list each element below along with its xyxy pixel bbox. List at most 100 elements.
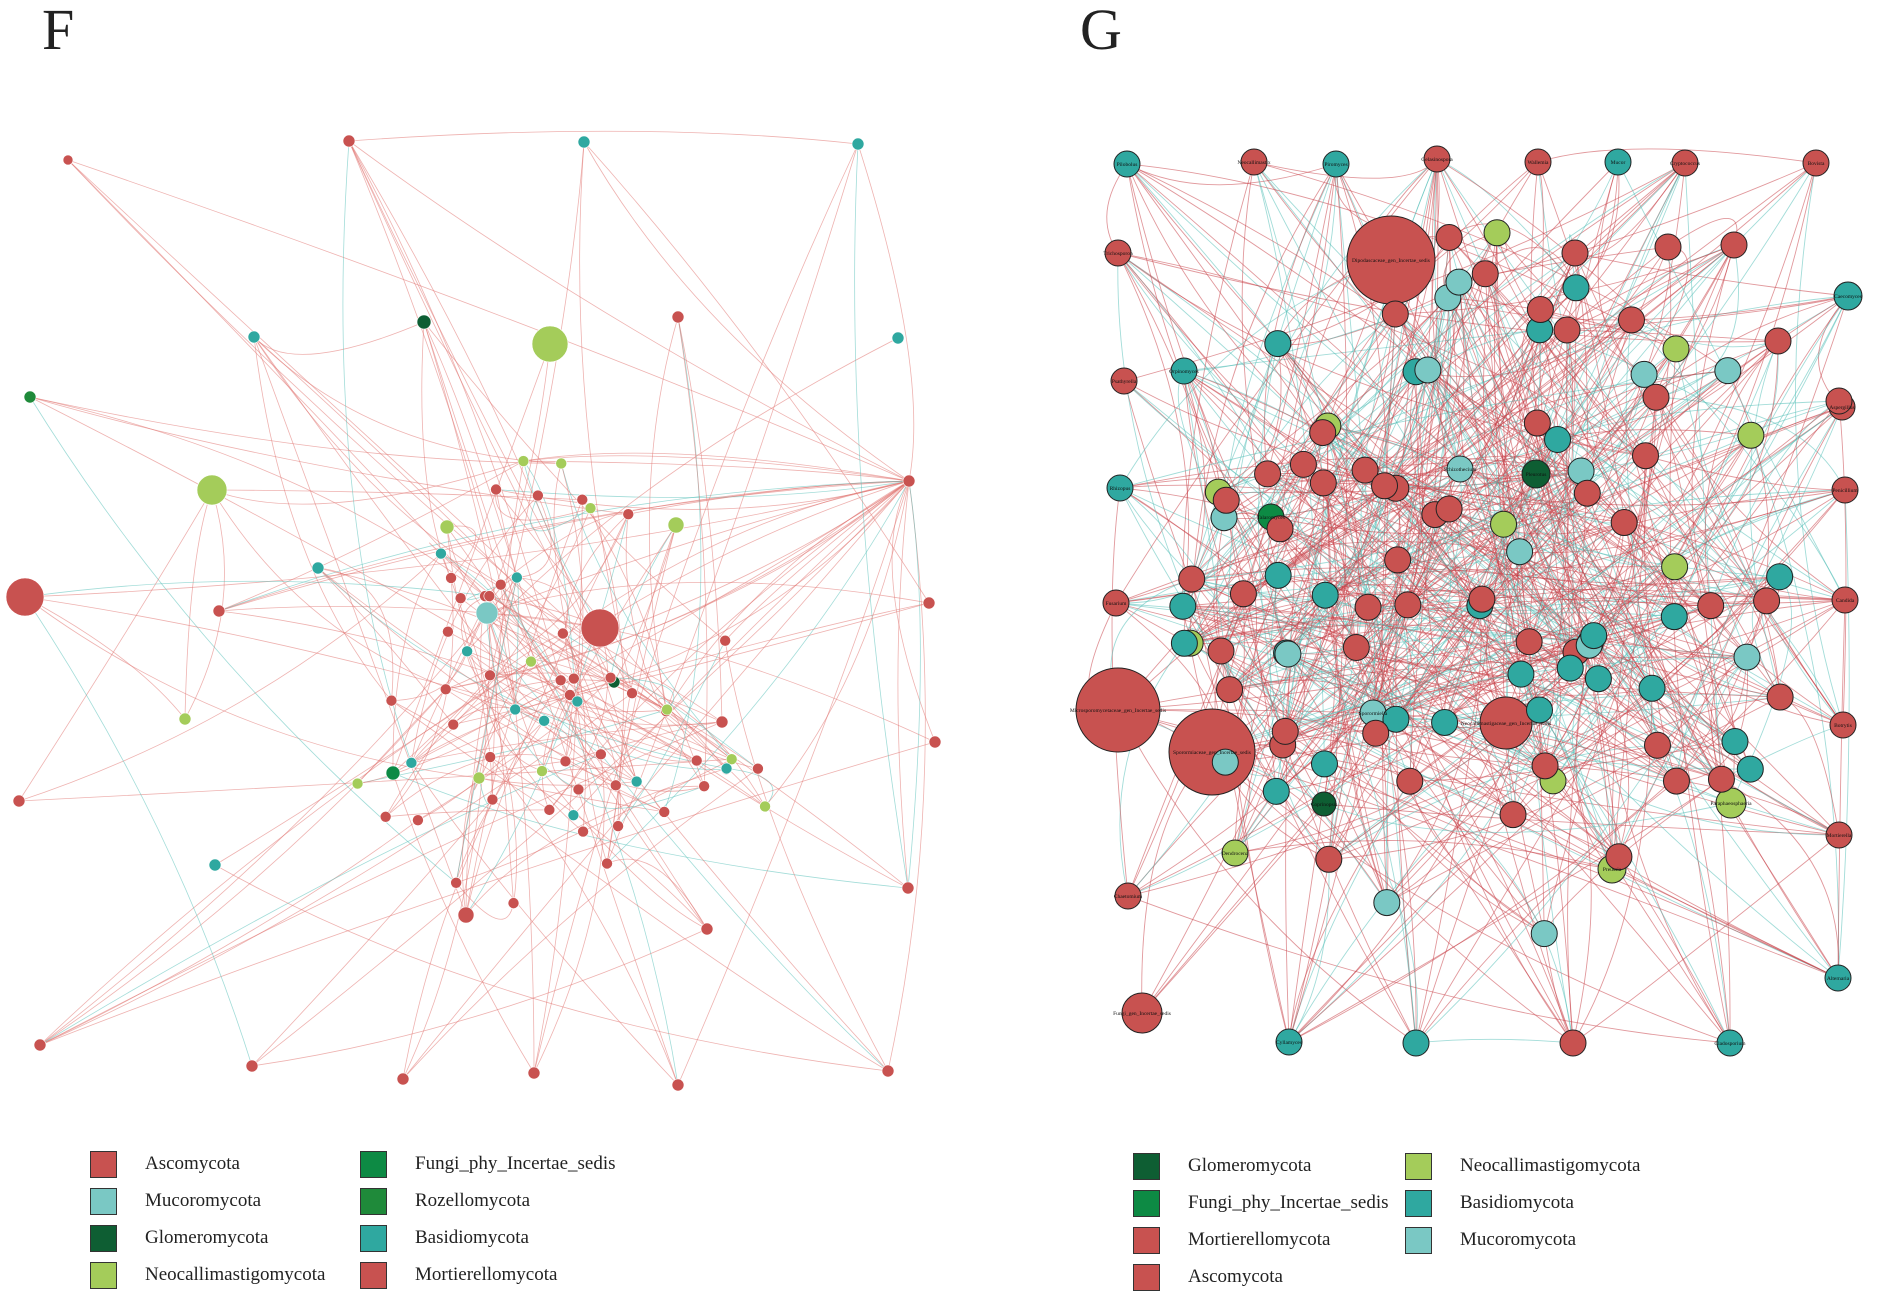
network-edge xyxy=(1288,599,1846,1043)
network-edge xyxy=(1191,578,1840,836)
node-label: Microsporomycetaceae_gen_Incertae_sedis xyxy=(1070,708,1166,714)
network-node xyxy=(1240,148,1268,176)
network-node xyxy=(1121,992,1163,1034)
network-edge xyxy=(1234,482,1324,854)
network-edge xyxy=(1837,599,1846,979)
network-edge xyxy=(1115,473,1537,604)
network-edge xyxy=(1286,652,1546,767)
network-edge xyxy=(1395,161,1539,489)
network-edge xyxy=(648,316,679,712)
panel-f-legend-swatch xyxy=(90,1187,117,1215)
network-edge xyxy=(18,758,732,802)
network-edge xyxy=(1512,678,1599,815)
network-node xyxy=(454,592,467,605)
network-node xyxy=(567,809,580,821)
network-node xyxy=(1721,728,1749,756)
network-node xyxy=(1766,683,1794,711)
network-edge xyxy=(1519,551,1844,726)
network-node xyxy=(385,765,401,781)
panel-f-legend-swatch xyxy=(360,1224,387,1252)
network-node xyxy=(1254,460,1282,488)
node-label: Chaetomium xyxy=(1114,894,1143,900)
network-edge xyxy=(606,143,859,864)
network-node xyxy=(1468,585,1496,613)
network-node xyxy=(580,608,620,648)
network-node xyxy=(630,775,643,788)
network-node xyxy=(1671,149,1699,177)
network-node xyxy=(1170,629,1198,657)
network-edge xyxy=(677,480,910,1086)
network-edge xyxy=(486,581,930,614)
network-edge xyxy=(613,524,677,683)
network-node xyxy=(1556,654,1584,682)
network-edge xyxy=(1537,422,1844,726)
node-label: Sporormiaceae_gen_Incertae_sedis xyxy=(1173,750,1251,756)
network-node xyxy=(1309,469,1337,497)
network-node xyxy=(1524,148,1552,176)
network-node xyxy=(1544,425,1572,453)
network-edge xyxy=(446,526,532,662)
network-node xyxy=(1315,845,1343,873)
network-edge xyxy=(342,140,412,763)
network-edge xyxy=(492,799,889,1072)
network-node xyxy=(1736,755,1764,783)
network-edge xyxy=(541,770,708,930)
node-label: Cryptococcus xyxy=(1670,161,1700,167)
network-edge xyxy=(67,159,668,710)
network-node xyxy=(1168,708,1256,796)
network-edge xyxy=(1540,161,1619,311)
network-edge xyxy=(1572,834,1840,1044)
network-edge xyxy=(391,651,468,702)
network-edge xyxy=(411,706,516,764)
network-node xyxy=(1802,149,1830,177)
network-edge xyxy=(1436,158,1577,289)
panel-g-legend-label: Ascomycota xyxy=(1188,1266,1283,1287)
panel-f-legend-item: Glomeromycota xyxy=(90,1223,268,1253)
network-edge xyxy=(1415,348,1677,1044)
network-edge xyxy=(1676,600,1768,782)
network-edge xyxy=(1838,400,1847,726)
network-edge xyxy=(565,721,723,762)
network-edge xyxy=(445,688,637,782)
node-label: Dipodascaceae_gen_Incertae_sedis xyxy=(1352,258,1430,264)
network-edge xyxy=(218,460,524,612)
network-edge xyxy=(489,756,679,1086)
panel-g-legend-swatch xyxy=(1133,1152,1160,1180)
network-edge xyxy=(1279,158,1438,529)
panel-g-letter: G xyxy=(1080,0,1122,62)
network-edge xyxy=(391,700,550,811)
network-edge xyxy=(1447,297,1620,857)
network-edge xyxy=(1267,473,1357,648)
network-edge xyxy=(1611,656,1748,870)
network-node xyxy=(178,712,192,726)
network-node xyxy=(1831,586,1859,614)
network-edge xyxy=(549,480,910,811)
network-edge xyxy=(1220,650,1546,767)
network-edge xyxy=(1115,485,1385,604)
network-edge xyxy=(1431,158,1507,724)
network-node xyxy=(435,547,447,560)
network-edge xyxy=(1322,329,1540,433)
network-node xyxy=(245,1059,259,1073)
network-edge xyxy=(1567,645,1590,1044)
network-edge xyxy=(495,489,591,521)
node-label: Psathyrella xyxy=(1112,379,1137,385)
network-edge xyxy=(253,321,425,355)
network-node xyxy=(450,877,462,889)
node-label: Fungi_gen_Incertae_sedis xyxy=(1113,1011,1171,1017)
network-edge xyxy=(1575,161,1620,289)
network-node xyxy=(1211,748,1239,776)
network-edge xyxy=(39,661,532,1046)
network-edge xyxy=(724,640,889,1072)
network-node xyxy=(396,1072,410,1086)
network-edge xyxy=(1537,422,1846,491)
network-node xyxy=(851,137,865,151)
network-edge xyxy=(523,460,910,482)
network-edge xyxy=(573,678,608,864)
network-node xyxy=(1483,219,1511,247)
network-edge xyxy=(423,321,726,641)
network-edge xyxy=(18,553,442,802)
panel-g-legend-label: Neocallimastigomycota xyxy=(1460,1155,1641,1176)
network-edge xyxy=(565,760,705,792)
network-edge xyxy=(1126,163,1731,1044)
